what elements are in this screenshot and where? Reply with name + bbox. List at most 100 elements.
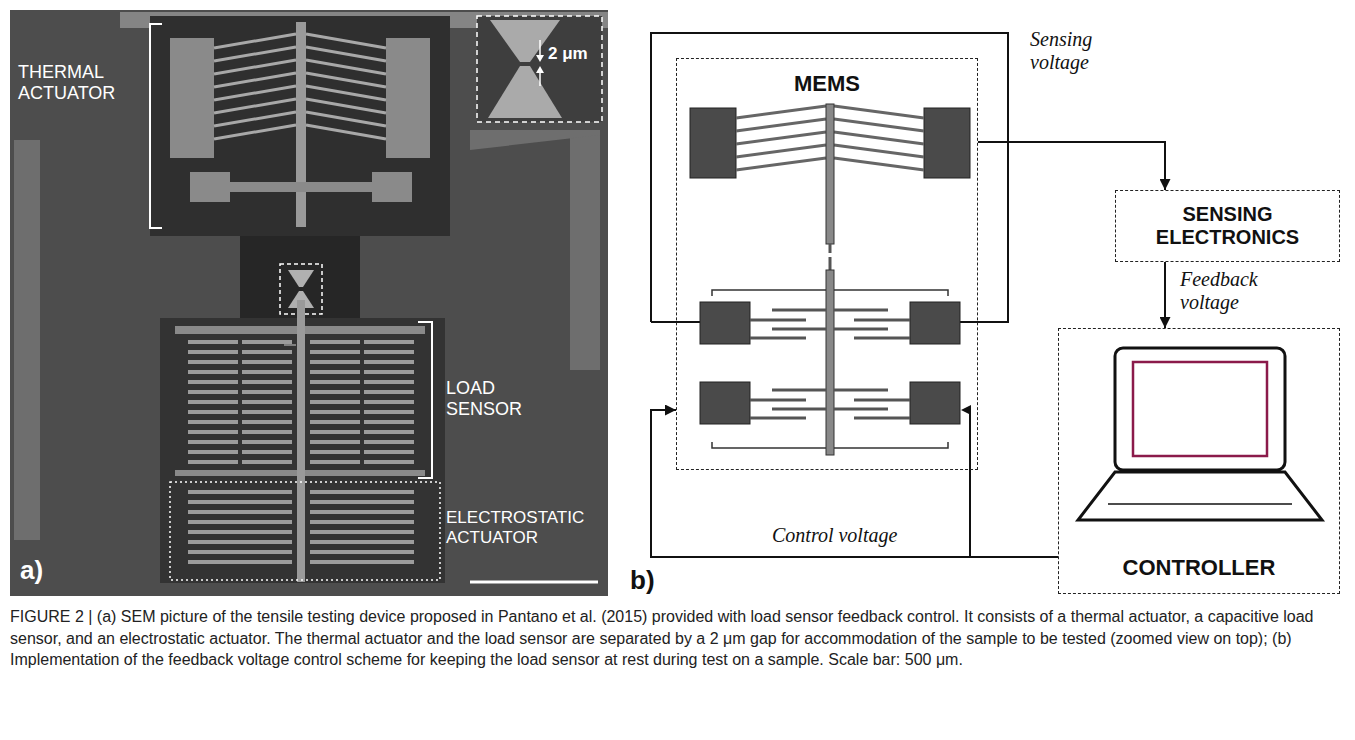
control-wire-branch	[961, 405, 971, 415]
laptop-icon	[1078, 472, 1322, 520]
load-sensor-image	[188, 340, 292, 466]
thermal-actuator-image	[306, 34, 386, 48]
mems-schematic	[736, 106, 826, 118]
mems-schematic	[854, 337, 910, 340]
mems-schematic	[854, 399, 910, 402]
mems-schematic	[772, 389, 826, 392]
mems-schematic	[910, 302, 960, 344]
laptop-icon	[1078, 348, 1322, 520]
process-box: SENSING ELECTRONICS	[1115, 190, 1340, 262]
mems-schematic	[736, 145, 826, 157]
thermal-actuator-image	[214, 86, 296, 100]
sem-image	[10, 10, 608, 596]
signal-arrow	[978, 142, 1165, 190]
part-label: THERMAL ACTUATOR	[18, 62, 146, 103]
control-wire-branch	[961, 405, 971, 557]
thermal-actuator-image	[306, 60, 386, 74]
electrostatic-actuator-image	[170, 482, 440, 580]
thermal-actuator-image	[214, 60, 296, 74]
inset-zoom	[539, 40, 541, 56]
signal-arrow	[1164, 262, 1166, 328]
thermal-actuator-image	[386, 38, 430, 158]
panel-label: a)	[20, 556, 43, 586]
sem-image	[470, 130, 600, 150]
mems-schematic	[700, 302, 750, 344]
load-sensor-image	[297, 300, 305, 582]
part-label: ELECTROSTATIC ACTUATOR	[446, 508, 606, 547]
mems-schematic	[834, 309, 888, 312]
load-sensor-image	[310, 340, 414, 466]
inset-zoom	[488, 66, 562, 118]
mems-schematic	[910, 382, 960, 424]
mems-schematic	[854, 319, 910, 322]
mems-schematic	[772, 408, 826, 411]
sem-image	[150, 16, 450, 236]
system-box: MEMS	[676, 58, 978, 470]
thermal-actuator-image	[214, 34, 296, 48]
mems-schematic	[772, 309, 826, 312]
signal-label: Control voltage	[770, 524, 899, 547]
mems-schematic	[924, 108, 970, 178]
mems-schematic	[736, 158, 826, 170]
thermal-actuator-image	[214, 34, 386, 139]
mems-schematic	[750, 337, 806, 340]
bracket	[150, 24, 162, 228]
control-wire-branch	[969, 410, 971, 557]
mems-schematic	[826, 270, 834, 455]
load-sensor-image	[360, 340, 364, 466]
thermal-actuator-image	[214, 112, 296, 126]
mems-schematic	[834, 106, 924, 118]
mems-schematic	[834, 132, 924, 144]
mems-schematic	[750, 417, 806, 420]
mems-schematic	[700, 382, 750, 424]
mems-schematic	[690, 108, 736, 178]
mems-schematic	[712, 290, 826, 296]
sem-image	[14, 140, 40, 540]
inset-zoom	[536, 66, 544, 73]
figure-caption: FIGURE 2 | (a) SEM picture of the tensil…	[10, 606, 1345, 671]
mems-schematic	[712, 442, 826, 448]
mems-schematic	[772, 328, 826, 331]
bracket	[418, 322, 432, 478]
mems-schematic	[834, 119, 924, 131]
laptop-icon	[1133, 362, 1267, 456]
mems-schematic	[834, 145, 924, 157]
process-box: CONTROLLER	[1058, 328, 1340, 594]
thermal-actuator-image	[214, 99, 296, 113]
mems-schematic	[651, 33, 1008, 455]
mems-schematic	[750, 319, 806, 322]
electrostatic-actuator-image	[188, 490, 292, 570]
inset-zoom	[536, 55, 544, 62]
panel-label: b)	[630, 566, 655, 596]
load-sensor-image	[284, 345, 296, 346]
mems-schematic	[834, 328, 888, 331]
mems-schematic	[829, 244, 832, 253]
mems-schematic	[834, 158, 924, 170]
mems-schematic	[834, 389, 888, 392]
mems-schematic	[829, 257, 832, 270]
mems-schematic	[750, 399, 806, 402]
mems-schematic	[834, 408, 888, 411]
thermal-actuator-image	[214, 125, 296, 139]
laptop-icon	[1115, 348, 1285, 470]
mems-schematic	[826, 104, 834, 244]
thermal-actuator-image	[306, 99, 386, 113]
box-title: SENSING ELECTRONICS	[1126, 203, 1329, 249]
part-label: LOAD SENSOR	[446, 378, 566, 419]
thermal-actuator-image	[306, 86, 386, 100]
sem-image	[570, 135, 600, 370]
electrostatic-actuator-image	[310, 490, 414, 570]
box-title: CONTROLLER	[1123, 555, 1276, 581]
thermal-actuator-image	[214, 73, 296, 87]
signal-arrow	[651, 410, 1058, 557]
thermal-actuator-image	[306, 47, 386, 61]
signal-label: Sensing voltage	[1028, 28, 1132, 74]
electrostatic-actuator-image	[170, 482, 440, 580]
load-sensor-image	[175, 300, 425, 582]
thermal-actuator-image	[372, 172, 412, 202]
laptop-icon	[1108, 503, 1292, 505]
specimen-gap-image	[288, 270, 314, 287]
sem-image	[10, 10, 608, 596]
